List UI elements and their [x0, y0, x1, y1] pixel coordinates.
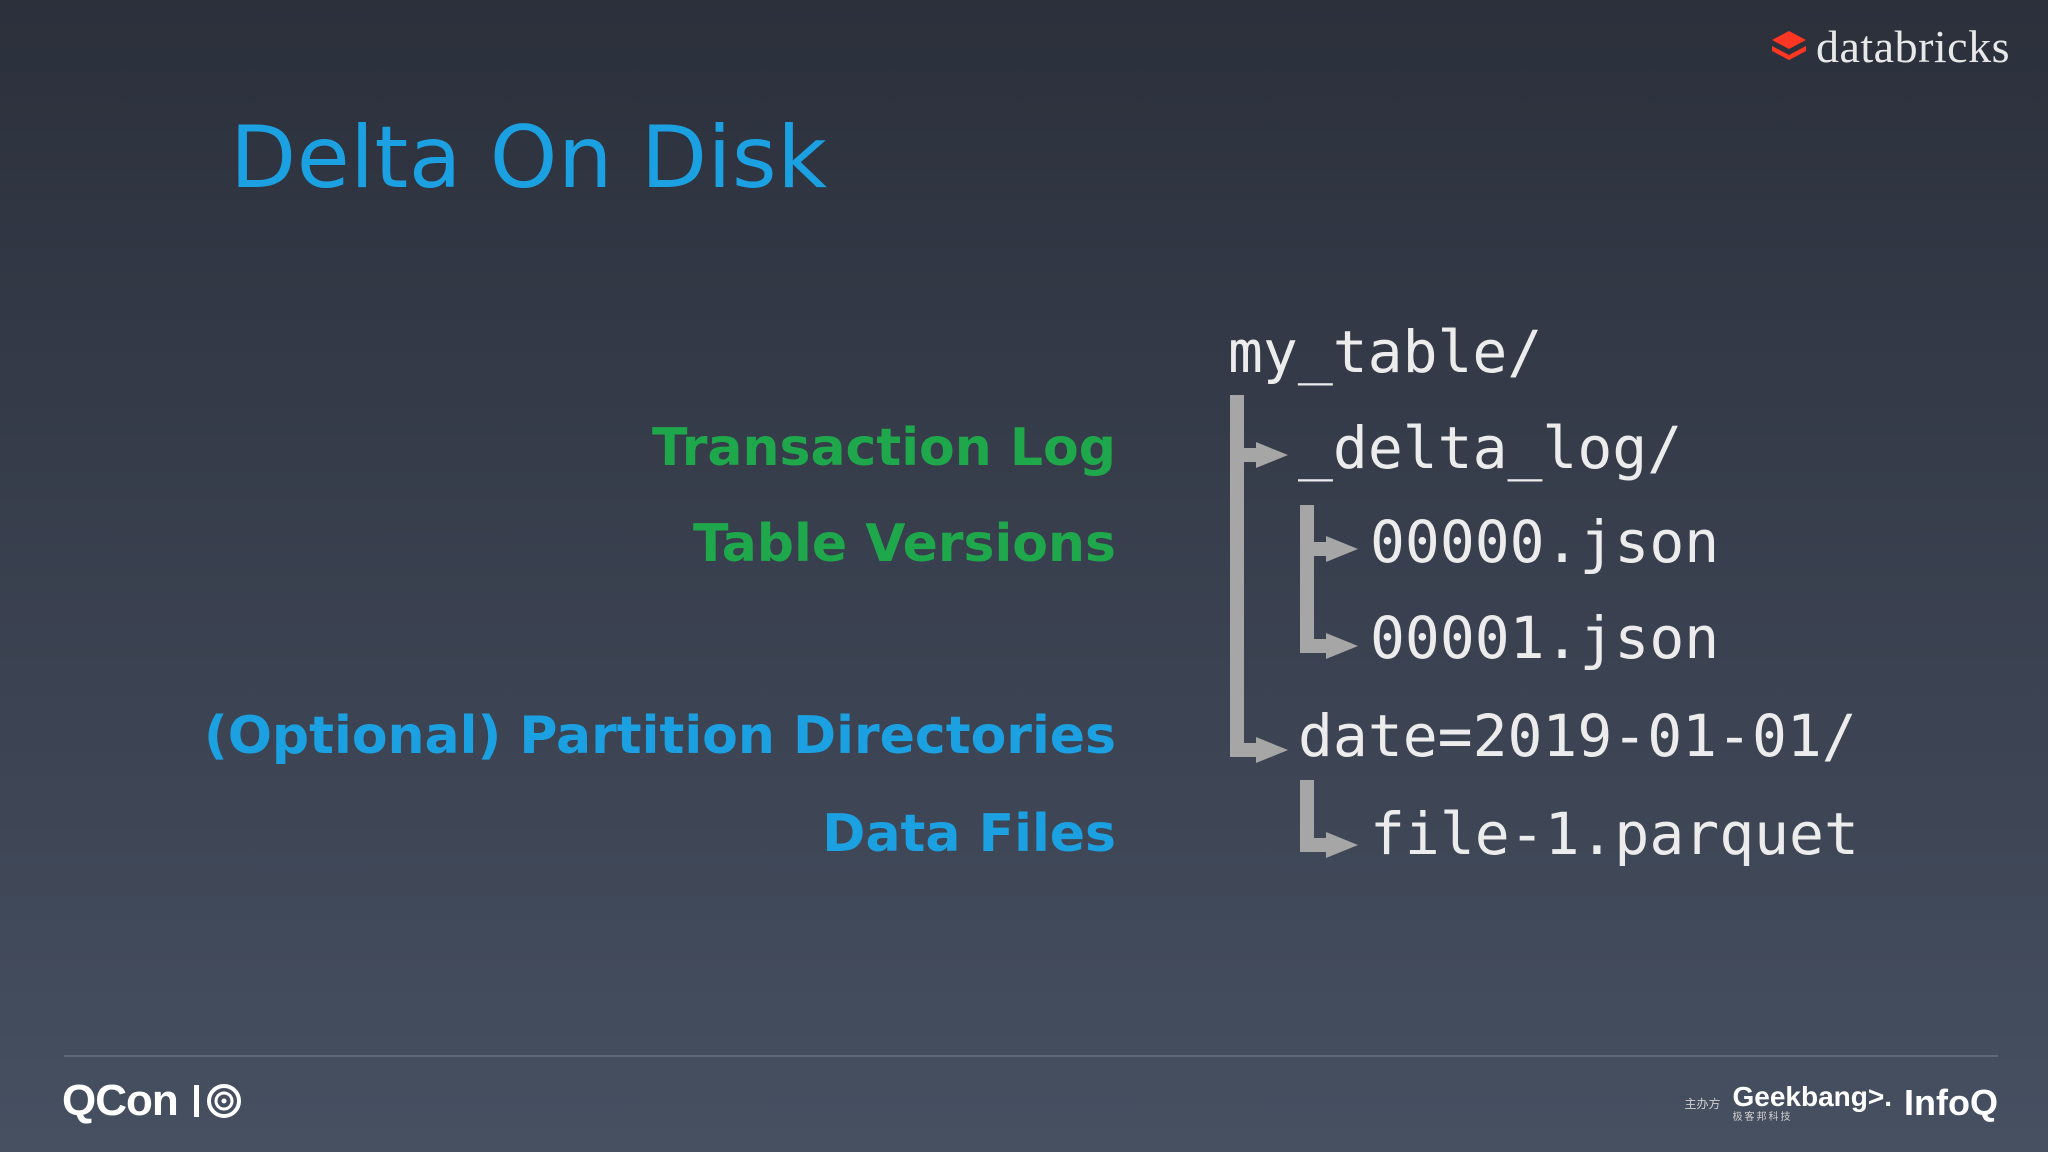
databricks-logo: databricks: [1770, 20, 2010, 73]
qcon-wordmark: QCon: [62, 1076, 179, 1125]
branch-json0: [1300, 542, 1328, 556]
branch-partition: [1230, 743, 1258, 757]
qcon-anniversary-icon: [193, 1084, 241, 1118]
sponsor-logos: 主办方 Geekbang>. 极客邦科技 InfoQ: [1684, 1082, 1998, 1124]
arrow-json1: [1326, 633, 1358, 659]
node-parquet: file-1.parquet: [1370, 800, 1859, 868]
branch-parquet: [1300, 838, 1328, 852]
trunk-root: [1230, 395, 1244, 757]
node-json-00000: 00000.json: [1370, 508, 1720, 576]
label-partition-directories: (Optional) Partition Directories: [203, 706, 1116, 766]
databricks-wordmark: databricks: [1815, 21, 2010, 72]
arrow-parquet: [1326, 832, 1358, 858]
infoq-logo: InfoQ: [1904, 1082, 1998, 1123]
branch-delta-log: [1230, 448, 1258, 462]
geekbang-subtitle: 极客邦科技: [1732, 1112, 1793, 1123]
arrow-json0: [1326, 536, 1358, 562]
geekbang-logo: Geekbang>. 极客邦科技: [1733, 1083, 1893, 1123]
label-transaction-log: Transaction Log: [652, 418, 1116, 478]
label-data-files: Data Files: [822, 804, 1116, 864]
trunk-delta-log: [1300, 505, 1314, 653]
trunk-partition: [1300, 780, 1314, 852]
sponsor-note: 主办方: [1684, 1096, 1721, 1111]
footer-divider: [64, 1055, 1998, 1057]
arrow-delta-log: [1256, 442, 1288, 468]
node-delta-log: _delta_log/: [1298, 414, 1683, 482]
branch-json1: [1300, 639, 1328, 653]
node-partition: date=2019-01-01/: [1298, 702, 1857, 770]
node-my-table: my_table/: [1228, 318, 1543, 386]
arrow-partition: [1256, 737, 1288, 763]
qcon-logo: QCon: [62, 1076, 248, 1126]
slide-title: Delta On Disk: [230, 108, 828, 208]
label-table-versions: Table Versions: [692, 514, 1116, 574]
databricks-stack-icon: [1771, 30, 1806, 60]
node-json-00001: 00001.json: [1370, 604, 1720, 672]
geekbang-wordmark: Geekbang>.: [1732, 1081, 1893, 1112]
